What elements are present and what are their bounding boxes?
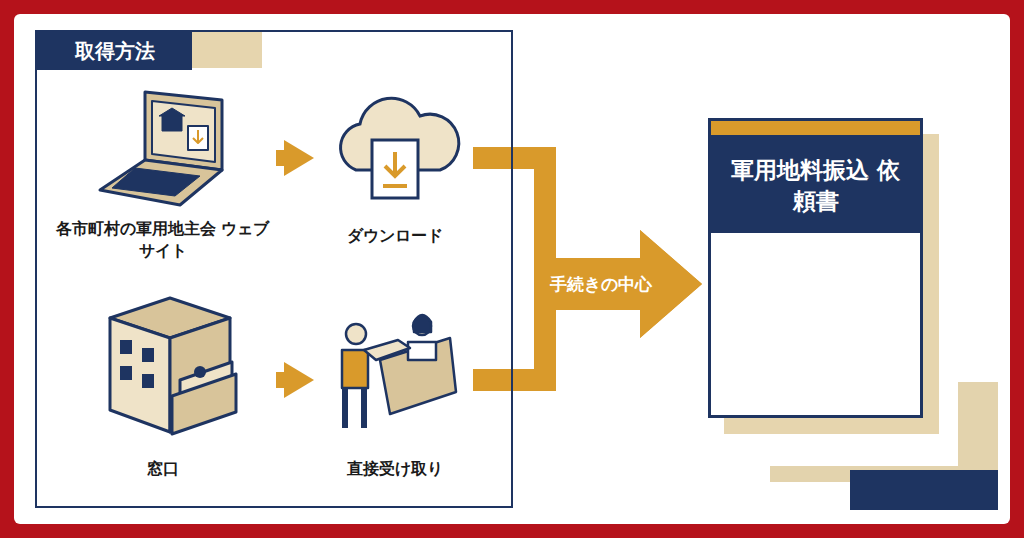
tab-accent	[190, 30, 262, 68]
item-label: 直接受け取り	[320, 458, 470, 480]
item-label: ダウンロード	[320, 225, 470, 247]
step-arrow	[276, 362, 314, 398]
handover-icon	[342, 315, 456, 428]
source-item: 直接受け取り	[320, 298, 470, 493]
document-top-bar	[711, 121, 920, 135]
source-item: ダウンロード	[320, 85, 470, 270]
group-panel: 取得方法各市町村の軍用地主会 ウェブサイト ダウンロード窓口 直接受け取り	[35, 30, 513, 508]
arrow-label: 手続きの中心	[550, 273, 652, 296]
deco-bar	[850, 470, 998, 510]
panel-heading: 取得方法	[37, 32, 192, 70]
document-card: 軍用地料振込 依頼書	[708, 118, 923, 418]
step-arrow	[276, 140, 314, 176]
source-item: 窓口	[55, 298, 270, 493]
merge-arrow	[484, 230, 702, 380]
deco-bar	[958, 382, 998, 466]
source-item: 各市町村の軍用地主会 ウェブサイト	[55, 85, 270, 270]
item-label: 窓口	[55, 458, 270, 480]
item-label: 各市町村の軍用地主会 ウェブサイト	[55, 218, 270, 261]
cloud-download-icon	[341, 98, 459, 198]
laptop-icon	[100, 92, 222, 205]
merge-arrow	[484, 158, 702, 338]
document-title: 軍用地料振込 依頼書	[711, 155, 920, 217]
building-icon	[110, 298, 236, 434]
